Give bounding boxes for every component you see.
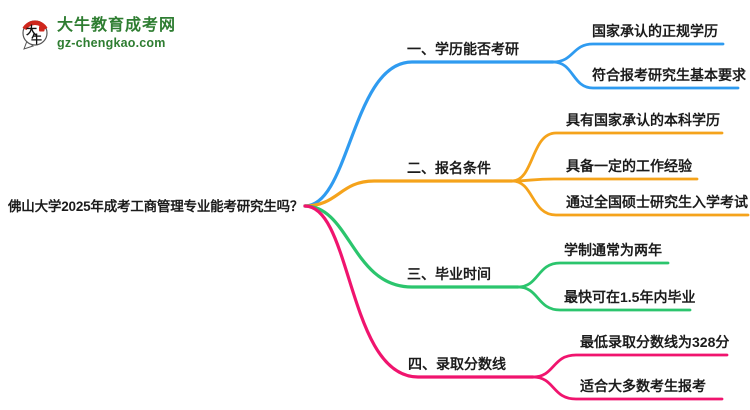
branch1-line [303, 60, 555, 208]
branch2-child2: 具备一定的工作经验 [566, 158, 692, 174]
branch4-child2: 适合大多数考生报考 [580, 378, 706, 394]
logo-domain: gz-chengkao.com [57, 36, 166, 50]
branch3-label: 三、毕业时间 [407, 266, 491, 282]
branch2-child1: 具有国家承认的本科学历 [566, 112, 720, 128]
branch1-child2: 符合报考研究生基本要求 [592, 67, 746, 83]
branch3-child2-line [516, 285, 692, 312]
branch2-child1-line [510, 131, 724, 183]
branch3-child1: 学制通常为两年 [564, 242, 662, 258]
root-topic: 佛山大学2025年成考工商管理专业能考研究生吗？ [8, 199, 304, 214]
branch3-child1-line [516, 261, 670, 289]
branch2-child3-line [510, 179, 750, 217]
branch3-child2: 最快可在1.5年内毕业 [564, 289, 696, 305]
branch2-child2-line [510, 177, 699, 183]
branch4-label: 四、录取分数线 [408, 356, 506, 372]
logo-title: 大牛教育成考网 [57, 17, 177, 34]
branch4-child1: 最低录取分数线为328分 [580, 334, 730, 350]
branch1-label: 一、学历能否考研 [407, 41, 519, 57]
svg-text:大: 大 [26, 23, 37, 37]
branch3-line [303, 204, 520, 289]
branch2-child3: 通过全国硕士研究生入学考试 [566, 194, 748, 210]
logo-bull-icon: 大 牛 [20, 16, 50, 56]
branch1-child1: 国家承认的正规学历 [592, 23, 718, 39]
branch2-line [303, 179, 514, 208]
branch4-child2-line [531, 375, 724, 401]
branch4-line [303, 204, 535, 379]
site-logo: 大 牛 大牛教育成考网 gz-chengkao.com [20, 16, 176, 56]
branch1-child1-line [551, 42, 725, 64]
branch4-child1-line [531, 353, 729, 379]
branch2-label: 二、报名条件 [407, 160, 491, 176]
branch1-child2-line [551, 60, 740, 90]
svg-text:牛: 牛 [31, 32, 42, 46]
